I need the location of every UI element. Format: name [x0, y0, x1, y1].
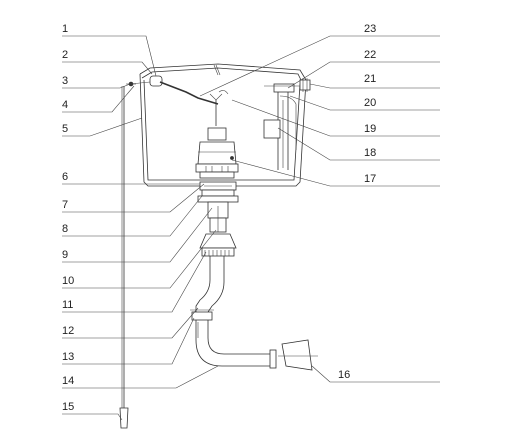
callout-13: 13 [62, 351, 74, 363]
cone-connector [269, 339, 318, 371]
callout-4: 4 [62, 99, 68, 111]
callout-3: 3 [62, 75, 68, 87]
callout-8: 8 [62, 223, 68, 235]
callout-19: 19 [364, 123, 376, 135]
callout-12: 12 [62, 325, 74, 337]
lift-rod [209, 90, 229, 126]
pull-chain [119, 86, 129, 429]
callout-18: 18 [364, 147, 376, 159]
callout-23: 23 [364, 23, 376, 35]
callout-17: 17 [364, 173, 376, 185]
callout-5: 5 [62, 123, 68, 135]
callout-21: 21 [364, 73, 376, 85]
callout-15: 15 [62, 401, 74, 413]
leader-lines [62, 35, 440, 421]
flush-lever [126, 75, 219, 105]
flush-pipe [190, 256, 272, 367]
callout-20: 20 [364, 97, 376, 109]
fill-valve [263, 78, 311, 170]
callout-9: 9 [62, 249, 68, 261]
callout-7: 7 [62, 199, 68, 211]
outlet-assembly [197, 181, 239, 233]
flush-valve [195, 127, 239, 179]
callout-6: 6 [62, 171, 68, 183]
callout-22: 22 [364, 49, 376, 61]
conical-coupling [199, 233, 237, 257]
callout-2: 2 [62, 49, 68, 61]
callout-labels: 1 2 3 4 5 6 7 8 9 10 11 12 13 14 15 16 1… [62, 23, 376, 413]
callout-10: 10 [62, 275, 74, 287]
callout-11: 11 [62, 299, 73, 311]
callout-1: 1 [62, 23, 68, 35]
callout-14: 14 [62, 375, 74, 387]
callout-16: 16 [338, 369, 350, 381]
